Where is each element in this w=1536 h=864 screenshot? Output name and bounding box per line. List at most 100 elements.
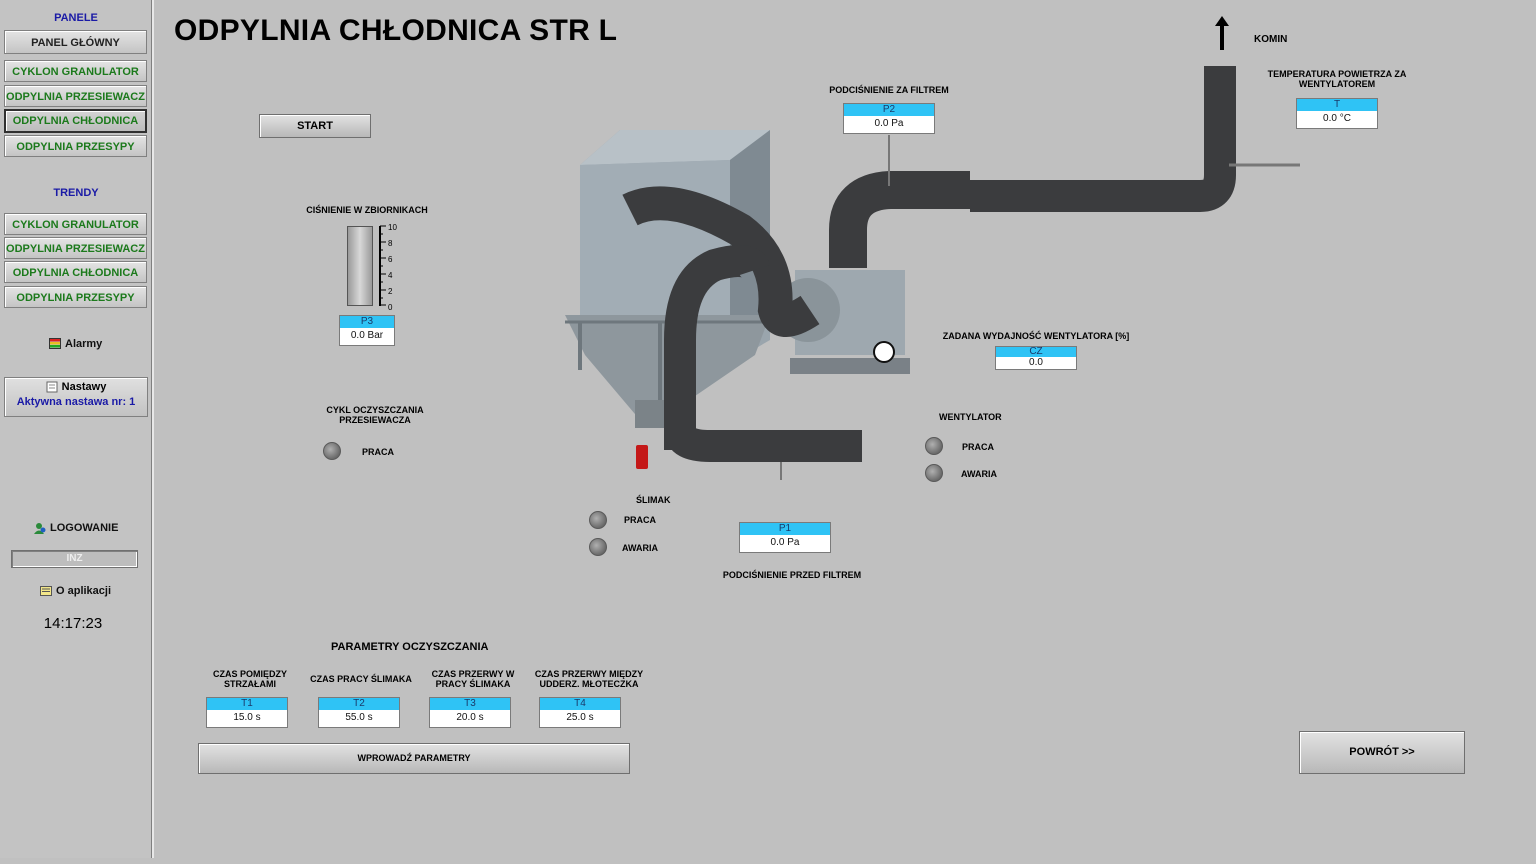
back-button[interactable]: POWRÓT >> (1299, 731, 1465, 774)
param-t3-label: CZAS PRZERWY W PRACY ŚLIMAKA (420, 669, 526, 689)
p1-label: PODCIŚNIENIE PRZED FILTREM (722, 570, 862, 580)
param-t3-label-line2: PRACY ŚLIMAKA (435, 679, 511, 689)
panel-odpylnia-przesypy-button[interactable]: ODPYLNIA PRZESYPY (4, 135, 147, 157)
param-t1-value: 15.0 s (233, 712, 261, 723)
temperature-label-line2: WENTYLATOREM (1298, 79, 1376, 89)
settings-button[interactable]: Nastawy Aktywna nastawa nr: 1 (4, 377, 148, 417)
param-t3-value: 20.0 s (456, 712, 484, 723)
param-t4-label-line2: UDDERZ. MŁOTECZKA (539, 679, 639, 689)
temperature-display: T 0.0 °C (1296, 98, 1378, 129)
temperature-label-line1: TEMPERATURA POWIETRZA ZA (1267, 69, 1407, 79)
param-t4-tag: T4 (540, 698, 620, 710)
param-t4-label: CZAS PRZERWY MIĘDZY UDDERZ. MŁOTECZKA (530, 669, 648, 689)
p1-display: P1 0.0 Pa (739, 522, 831, 553)
fan-setpoint-tag: CZ (996, 347, 1076, 357)
temperature-value: 0.0 °C (1323, 113, 1351, 124)
trend-odpylnia-przesypy-button[interactable]: ODPYLNIA PRZESYPY (4, 286, 147, 308)
clock: 14:17:23 (43, 615, 103, 632)
alarms-label: Alarmy (65, 338, 103, 350)
trend-cyklon-granulator-button[interactable]: CYKLON GRANULATOR (4, 213, 147, 235)
start-button[interactable]: START (259, 114, 371, 138)
fan-setpoint-value: 0.0 (1029, 357, 1043, 368)
login-link[interactable]: LOGOWANIE (34, 522, 118, 534)
param-t4-input[interactable]: T4 25.0 s (539, 697, 621, 728)
cleaning-cycle-label: CYKL OCZYSZCZANIA PRZESIEWACZA (310, 405, 440, 425)
screw-fault-indicator (589, 538, 607, 556)
fan-setpoint-label: ZADANA WYDAJNOŚĆ WENTYLATORA [%] (942, 331, 1130, 341)
screw-run-label: PRACA (624, 515, 657, 525)
cleaning-cycle-run-indicator (323, 442, 341, 460)
trend-odpylnia-chlodnica-button[interactable]: ODPYLNIA CHŁODNICA (4, 261, 147, 283)
fan-run-indicator (925, 437, 943, 455)
scale-label-2: 2 (388, 287, 393, 296)
about-link[interactable]: O aplikacji (40, 585, 111, 597)
p1-value: 0.0 Pa (770, 537, 800, 548)
sidebar: PANELE PANEL GŁÓWNY CYKLON GRANULATOR OD… (0, 0, 154, 858)
scale-label-8: 8 (388, 239, 393, 248)
tank-pressure-scale (379, 225, 386, 306)
trend-odpylnia-przesiewacz-button[interactable]: ODPYLNIA PRZESIEWACZ (4, 237, 147, 259)
p2-value: 0.0 Pa (874, 118, 904, 129)
param-t4-label-line1: CZAS PRZERWY MIĘDZY (534, 669, 644, 679)
panel-cyklon-granulator-button[interactable]: CYKLON GRANULATOR (4, 60, 147, 82)
about-label: O aplikacji (56, 585, 112, 597)
param-t2-value: 55.0 s (345, 712, 373, 723)
current-user-field: INZ (11, 550, 138, 568)
fan-fault-label: AWARIA (961, 469, 997, 479)
main-panel-button[interactable]: PANEL GŁÓWNY (4, 30, 147, 54)
fan-fault-indicator (925, 464, 943, 482)
fan-run-label: PRACA (962, 442, 995, 452)
submit-params-button[interactable]: WPROWADŹ PARAMETRY (198, 743, 630, 774)
param-t1-label-line1: CZAS POMIĘDZY (212, 669, 287, 679)
temperature-label: TEMPERATURA POWIETRZA ZA WENTYLATOREM (1262, 69, 1412, 89)
screw-fault-label: AWARIA (622, 543, 658, 553)
fan-status-indicator (873, 341, 895, 363)
param-t1-tag: T1 (207, 698, 287, 710)
chimney-arrow-icon (1215, 16, 1229, 50)
scale-label-10: 10 (388, 223, 397, 232)
scale-label-4: 4 (388, 271, 393, 280)
fan-setpoint-display[interactable]: CZ 0.0 (995, 346, 1077, 370)
params-title: PARAMETRY OCZYSZCZANIA (331, 641, 489, 653)
screw-label: ŚLIMAK (636, 495, 671, 505)
fan-label: WENTYLATOR (939, 412, 1002, 422)
trends-section-title: TRENDY (53, 187, 99, 199)
p2-label: PODCIŚNIENIE ZA FILTREM (829, 85, 949, 95)
param-t1-label-line2: STRZAŁAMI (224, 679, 276, 689)
panel-odpylnia-przesiewacz-button[interactable]: ODPYLNIA PRZESIEWACZ (4, 85, 147, 107)
p1-tag: P1 (740, 523, 830, 535)
param-t2-label: CZAS PRACY ŚLIMAKA (306, 674, 416, 684)
param-t2-input[interactable]: T2 55.0 s (318, 697, 400, 728)
screw-run-indicator (589, 511, 607, 529)
settings-icon (46, 381, 58, 393)
about-icon (40, 586, 52, 596)
temperature-tag: T (1297, 99, 1377, 111)
cleaning-cycle-run-label: PRACA (362, 447, 395, 457)
p3-value: 0.0 Bar (350, 330, 384, 341)
param-t3-tag: T3 (430, 698, 510, 710)
param-t3-label-line1: CZAS PRZERWY W (431, 669, 515, 679)
p2-tag: P2 (844, 104, 934, 116)
param-t2-tag: T2 (319, 698, 399, 710)
settings-label: Nastawy (61, 381, 107, 393)
page-title: ODPYLNIA CHŁODNICA STR L (174, 14, 618, 47)
process-diagram (565, 16, 1300, 480)
cleaning-cycle-label-line1: CYKL OCZYSZCZANIA (326, 405, 424, 415)
alarms-link[interactable]: Alarmy (49, 338, 102, 350)
scale-label-0: 0 (388, 303, 393, 312)
tank-pressure-scale-labels: 10 8 6 4 2 0 (388, 220, 397, 316)
p3-tag: P3 (340, 316, 394, 328)
p3-display: P3 0.0 Bar (339, 315, 395, 346)
login-label: LOGOWANIE (50, 522, 119, 534)
param-t2-label-line1: CZAS PRACY ŚLIMAKA (310, 674, 412, 684)
alarms-icon (49, 338, 61, 349)
p2-display: P2 0.0 Pa (843, 103, 935, 134)
tank-pressure-label: CIŚNIENIE W ZBIORNIKACH (306, 205, 428, 215)
panel-odpylnia-chlodnica-button[interactable]: ODPYLNIA CHŁODNICA (4, 109, 147, 133)
param-t3-input[interactable]: T3 20.0 s (429, 697, 511, 728)
param-t1-input[interactable]: T1 15.0 s (206, 697, 288, 728)
rotary-valve (636, 445, 648, 469)
panels-section-title: PANELE (54, 12, 98, 24)
tank-pressure-gauge (347, 226, 373, 306)
chimney-label: KOMIN (1254, 34, 1288, 45)
